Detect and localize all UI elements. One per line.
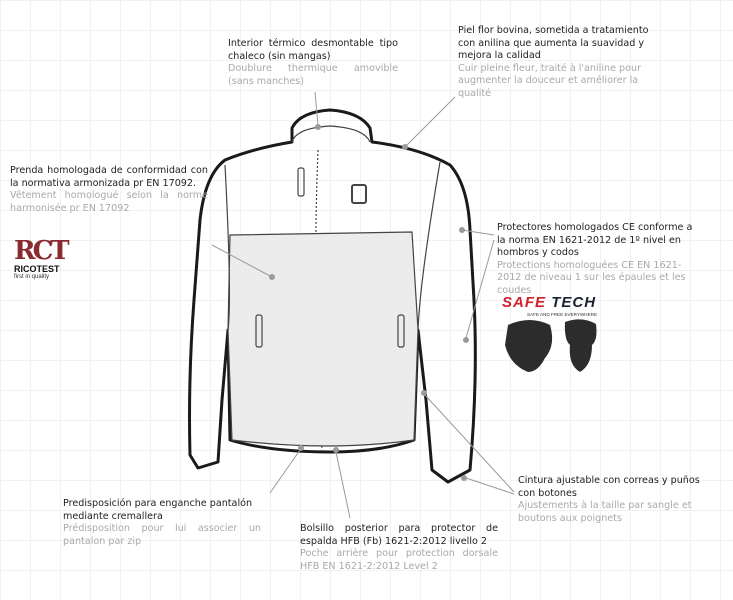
collar bbox=[291, 125, 371, 143]
protector-pads bbox=[505, 319, 597, 372]
sleeve-seam-right bbox=[417, 161, 441, 331]
callout-trouser-zip: Predisposición para enganche pantalón me… bbox=[63, 498, 261, 547]
sleeve-seam-left bbox=[224, 164, 231, 331]
chest-logo bbox=[351, 184, 367, 204]
chest-pocket bbox=[297, 167, 305, 197]
callout-protectors: Protectores homologados CE conforme a la… bbox=[497, 222, 693, 296]
callout-waist: Cintura ajustable con correas y puños co… bbox=[518, 475, 700, 524]
callout-back-pocket: Bolsillo posterior para protector de esp… bbox=[300, 523, 498, 572]
callout-homologation: Prenda homologada de conformidad con la … bbox=[10, 165, 208, 214]
callout-interior: Interior térmico desmontable tipo chalec… bbox=[228, 38, 398, 87]
elbow-pad bbox=[564, 319, 597, 372]
side-pocket-left bbox=[255, 314, 263, 348]
shoulder-pad bbox=[505, 320, 553, 372]
jacket-outline bbox=[188, 108, 477, 484]
ricotest-logo: RCT RICOTEST first in quality bbox=[14, 236, 70, 280]
side-pocket-right bbox=[397, 314, 405, 348]
mesh-panel bbox=[227, 231, 419, 447]
callout-leather: Piel flor bovina, sometida a tratamiento… bbox=[458, 25, 649, 99]
safetech-logo: SAFE TECH SAFE AND FREE EVERYWHERE bbox=[502, 294, 598, 318]
